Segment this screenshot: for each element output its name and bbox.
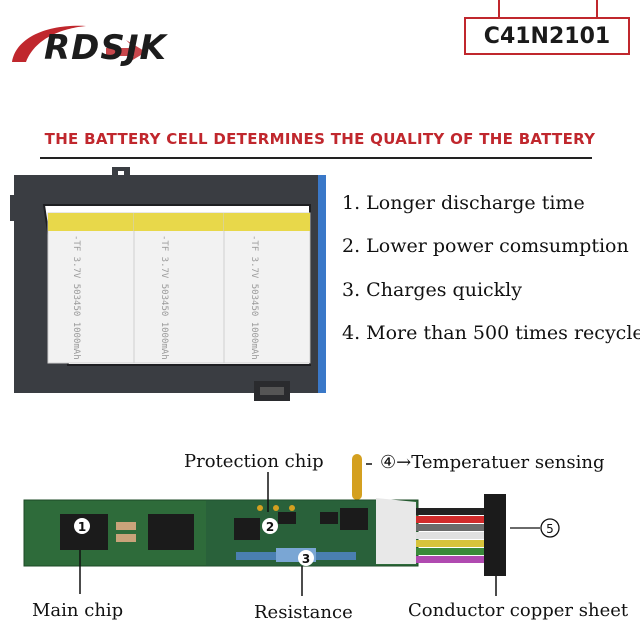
svg-text:2: 2 [266, 520, 274, 534]
callout-conductor-copper-sheet: Conductor copper sheet [408, 600, 629, 621]
brand-logo-text: RDSJK [44, 28, 167, 68]
model-code: C41N2101 [483, 23, 611, 49]
svg-text:1: 1 [78, 520, 86, 534]
callout-temperature-sensing: ④→Temperatuer sensing [380, 452, 605, 473]
battery-cell-label: -TF 3.7V 503450 1000mAh [249, 235, 259, 360]
callout-protection-chip: Protection chip [184, 451, 324, 472]
battery-cell-label: -TF 3.7V 503450 1000mAh [159, 235, 169, 360]
battery-cell [133, 212, 225, 364]
page-headline: THE BATTERY CELL DETERMINES THE QUALITY … [44, 130, 596, 148]
brand-logo [12, 25, 146, 64]
board-marker-1: 1 [74, 518, 90, 534]
model-badge: C41N2101 [464, 17, 630, 55]
battery-cutaway-image: -TF 3.7V 503450 1000mAh -TF 3.7V 503450 … [10, 165, 328, 401]
headline-divider [40, 157, 592, 159]
battery-cell [47, 212, 135, 364]
feature-item: 3. Charges quickly [342, 279, 522, 301]
svg-text:5: 5 [546, 522, 554, 536]
feature-item: 2. Lower power comsumption [342, 235, 629, 257]
battery-cell [223, 212, 311, 364]
board-marker-2: 2 [262, 518, 278, 534]
badge-hanger-left [498, 0, 500, 18]
battery-cell-label: -TF 3.7V 503450 1000mAh [71, 235, 81, 360]
board-marker-3: 3 [298, 550, 314, 566]
callout-temperature-text: Temperatuer sensing [411, 452, 605, 473]
callout-marker-4: ④ [380, 452, 397, 473]
circuit-board-image: 1 2 3 5 [23, 454, 560, 596]
feature-item: 4. More than 500 times recycle [342, 322, 640, 344]
callout-main-chip: Main chip [32, 600, 124, 621]
badge-hanger-right [596, 0, 598, 18]
callout-resistance: Resistance [254, 602, 353, 623]
svg-text:3: 3 [302, 552, 310, 566]
feature-item: 1. Longer discharge time [342, 192, 585, 214]
